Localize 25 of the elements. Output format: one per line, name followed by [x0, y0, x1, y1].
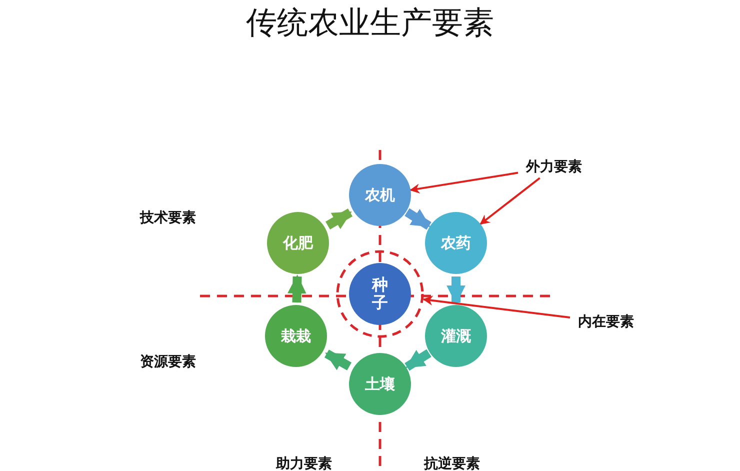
block-arrow — [326, 208, 352, 230]
node-label: 化肥 — [283, 234, 313, 252]
block-arrow — [404, 349, 432, 371]
block-arrow — [446, 276, 466, 304]
quadrant-label: 技术要素 — [140, 209, 196, 227]
quadrant-label: 抗逆要素 — [424, 455, 480, 471]
arrow — [422, 296, 570, 319]
title: 传统农业生产要素 — [245, 4, 495, 43]
node-label: 灌溉 — [441, 327, 471, 345]
arrow — [480, 177, 540, 225]
ringed-circle-node — [336, 250, 424, 338]
block-arrow — [324, 350, 352, 370]
circle-node — [425, 305, 487, 367]
node-label: 土壤 — [365, 375, 395, 393]
block-arrow — [404, 208, 432, 230]
node-label: 种子 — [372, 276, 388, 312]
node-label: 农机 — [365, 186, 395, 204]
node-label: 外力要素 — [526, 158, 582, 176]
arrow — [410, 172, 518, 194]
quadrant-label: 资源要素 — [140, 353, 196, 371]
node-label: 内在要素 — [578, 313, 634, 331]
node-label: 栽栽 — [281, 327, 311, 345]
quadrant-label: 助力要素 — [276, 455, 332, 471]
block-arrow — [287, 274, 306, 303]
node-label: 农药 — [441, 234, 471, 252]
